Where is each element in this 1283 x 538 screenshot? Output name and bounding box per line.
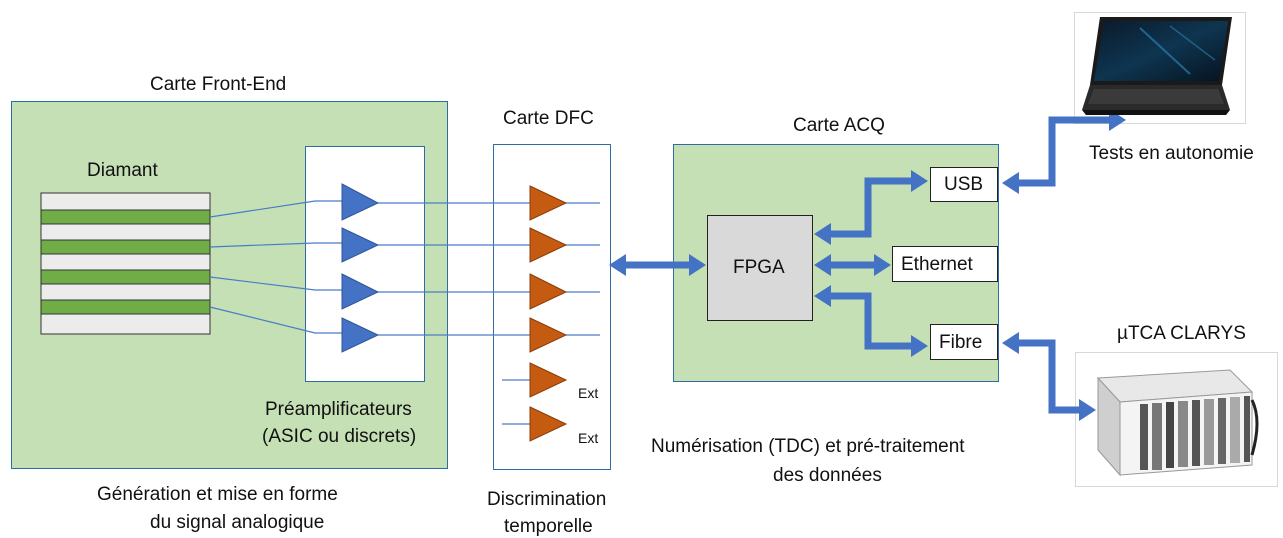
dfc-title: Carte DFC (503, 108, 594, 129)
discriminators (529, 185, 568, 442)
dfc-caption-line1: Discrimination (487, 489, 607, 510)
signal-wires (209, 200, 600, 425)
front-end-caption-line2: du signal analogique (150, 512, 325, 533)
acq-caption-line1: Numérisation (TDC) et pré-traitement (651, 436, 965, 457)
diamond-detector (40, 192, 211, 335)
ext-label-2: Ext (578, 430, 599, 446)
laptop-caption: Tests en autonomie (1089, 143, 1254, 164)
fibre-port (930, 324, 998, 360)
preamplifiers (341, 183, 380, 353)
usb-label: USB (944, 174, 984, 195)
acq-caption-line2: des données (773, 465, 882, 486)
front-end-title: Carte Front-End (150, 74, 287, 95)
acq-title: Carte ACQ (793, 115, 885, 136)
diamond-label: Diamant (87, 160, 158, 181)
preamp-label-line2: (ASIC ou discrets) (262, 426, 417, 447)
laptop-icon (1082, 17, 1232, 115)
fpga-label: FPGA (733, 257, 785, 278)
dfc-caption-line2: temporelle (504, 516, 593, 537)
crate-caption: µTCA CLARYS (1117, 323, 1246, 344)
preamp-box (305, 146, 425, 382)
data-links (624, 116, 1110, 414)
usb-port (930, 167, 998, 202)
fpga-chip (707, 215, 813, 321)
ext-label-1: Ext (578, 385, 599, 401)
ethernet-port (892, 246, 998, 282)
arrow-heads (609, 109, 1126, 421)
fibre-label: Fibre (939, 332, 983, 353)
front-end-caption-line1: Génération et mise en forme (97, 484, 338, 505)
preamp-label-line1: Préamplificateurs (265, 399, 412, 420)
ethernet-label: Ethernet (901, 254, 973, 275)
crate-icon (1096, 369, 1259, 477)
